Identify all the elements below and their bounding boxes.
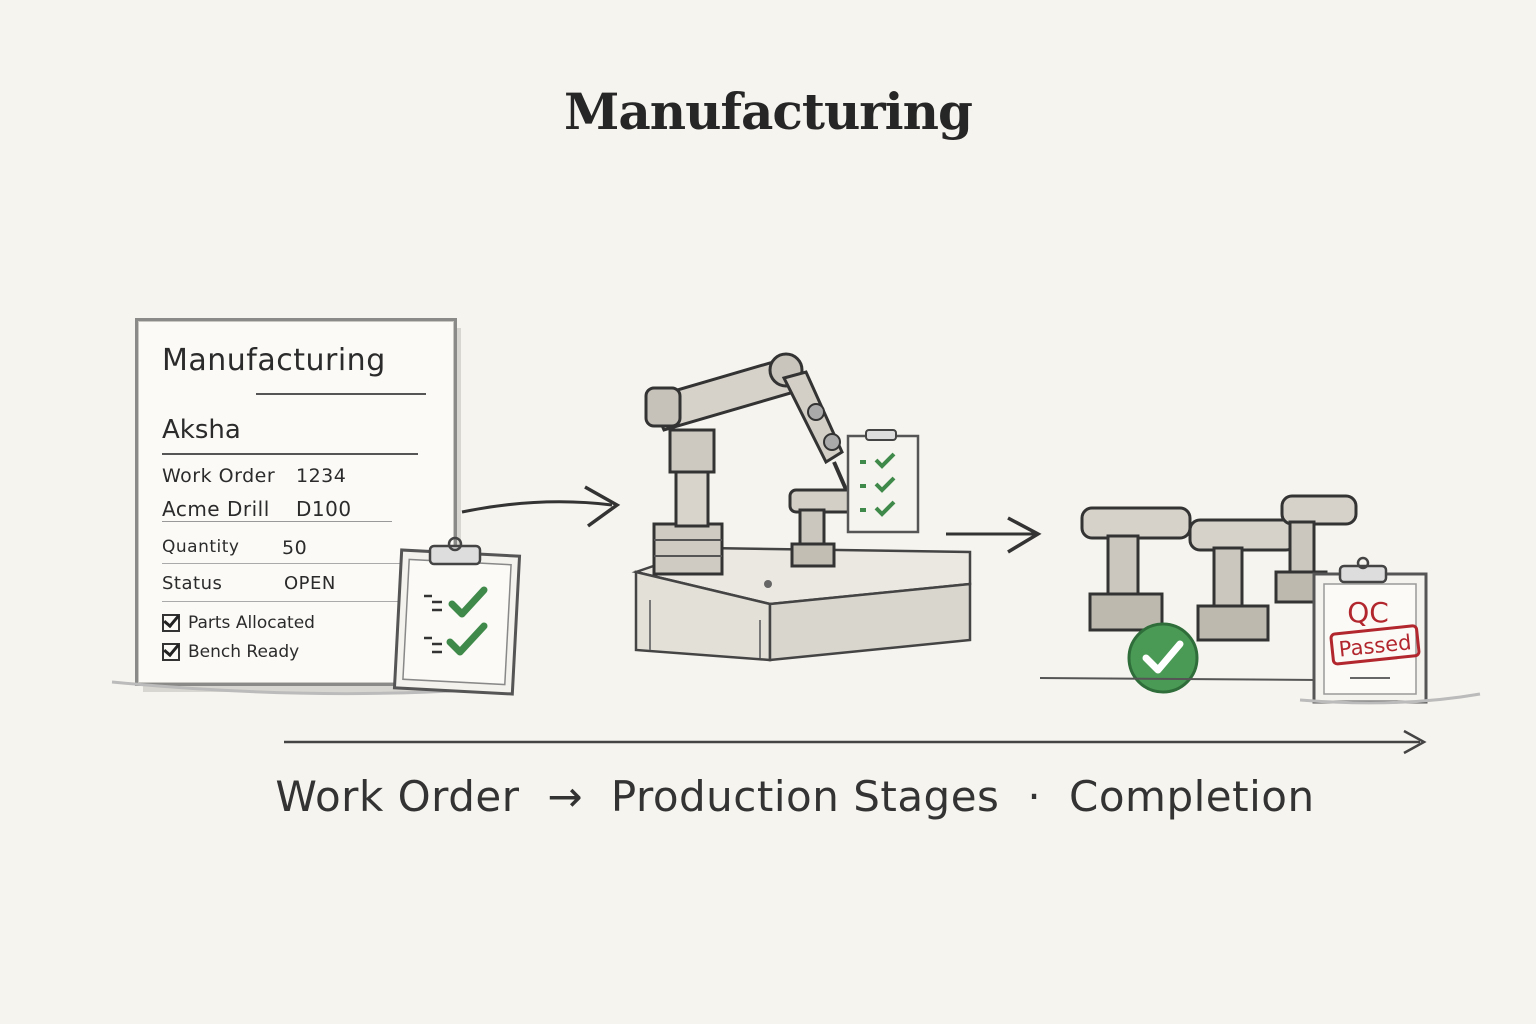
- qc-clipboard: QC Passed: [1312, 556, 1428, 704]
- arrow-head: [1403, 729, 1427, 755]
- page-title: Manufacturing: [564, 82, 973, 141]
- status-value: OPEN: [284, 573, 336, 594]
- product-code: D100: [296, 497, 352, 521]
- flow-separator: ·: [1027, 772, 1042, 821]
- flow-label: Work Order → Production Stages · Complet…: [0, 772, 1536, 821]
- checklist-item: Parts Allocated: [162, 613, 315, 633]
- product-name: Acme Drill: [162, 497, 270, 521]
- assignee-name: Aksha: [162, 415, 241, 445]
- work-order-card: Manufacturing Aksha Work Order 1234 Acme…: [135, 318, 457, 686]
- arrow-head: [1007, 516, 1042, 554]
- work-order-value: 1234: [296, 465, 347, 487]
- flow-step-production: Production Stages: [610, 772, 1000, 821]
- arrow-head: [584, 485, 621, 528]
- divider: [162, 453, 418, 455]
- shadow: [1299, 692, 1481, 705]
- divider: [162, 563, 402, 564]
- drill-icon: [1274, 494, 1358, 604]
- flow-arrow: →: [547, 772, 584, 821]
- check-circle-icon: [1127, 622, 1199, 694]
- drill-icon: [1188, 518, 1298, 642]
- clipboard-icon: [392, 536, 522, 696]
- drill-icon: [1080, 506, 1192, 632]
- divider: [162, 521, 392, 522]
- flow-step-completion: Completion: [1069, 772, 1315, 821]
- checkbox-icon: [162, 643, 180, 661]
- status-row: Status OPEN: [162, 573, 335, 594]
- flow-step-work-order: Work Order: [275, 772, 520, 821]
- product-row: Acme Drill D100: [162, 497, 351, 521]
- qc-label: QC: [1347, 596, 1389, 629]
- work-order-row: Work Order 1234: [162, 465, 346, 487]
- card-title: Manufacturing: [162, 343, 386, 378]
- checkbox-icon: [162, 614, 180, 632]
- quantity-label: Quantity: [162, 537, 240, 557]
- divider: [162, 601, 402, 602]
- floor-line: [1039, 677, 1321, 681]
- status-label: Status: [162, 573, 223, 594]
- work-order-label: Work Order: [162, 465, 276, 487]
- quantity-row: Quantity 50: [162, 537, 307, 559]
- checklist-label: Bench Ready: [188, 642, 300, 662]
- checklist-item: Bench Ready: [162, 642, 299, 662]
- arrow-right-icon: [461, 500, 613, 514]
- checklist-label: Parts Allocated: [188, 613, 315, 633]
- shadow: [111, 680, 471, 696]
- quantity-value: 50: [282, 537, 308, 559]
- divider: [256, 393, 426, 395]
- robot-arm-icon: [631, 352, 972, 662]
